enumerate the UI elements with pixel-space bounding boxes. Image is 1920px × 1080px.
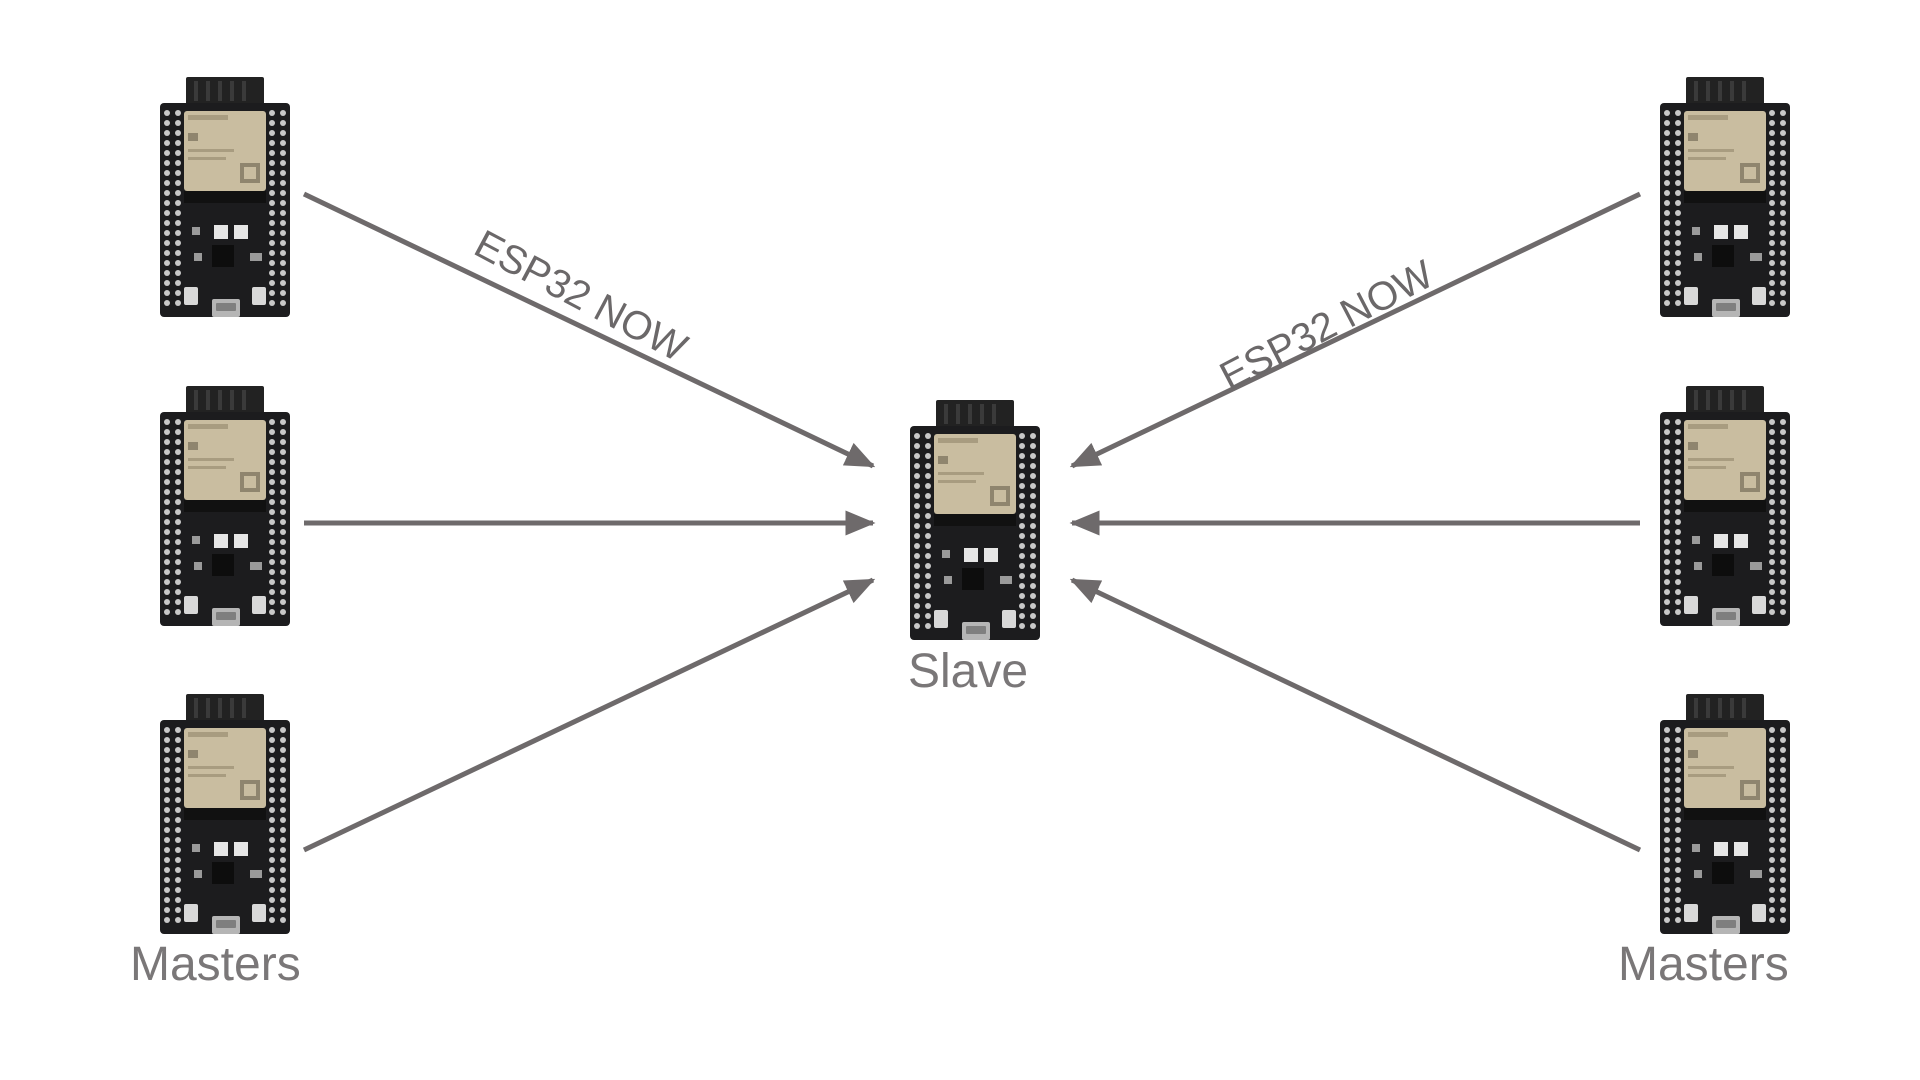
arrows-left [302, 191, 876, 853]
arrow-master-left-bottom-to-slave [302, 577, 876, 853]
master-board-left-bottom [160, 694, 290, 934]
master-board-right-top [1660, 77, 1790, 317]
masters-label-left: Masters [130, 938, 301, 991]
master-board-right-bottom [1660, 694, 1790, 934]
arrow-master-left-top-to-slave [302, 191, 876, 469]
master-board-left-top [160, 77, 290, 317]
master-board-left-middle [160, 386, 290, 626]
master-board-right-middle [1660, 386, 1790, 626]
arrow-master-right-top-to-slave [1069, 191, 1642, 469]
arrow-master-right-bottom-to-slave [1069, 577, 1642, 853]
masters-label-right: Masters [1618, 938, 1789, 991]
slave-board [910, 400, 1040, 640]
arrows-right [1069, 191, 1642, 853]
slave-label: Slave [908, 645, 1029, 698]
